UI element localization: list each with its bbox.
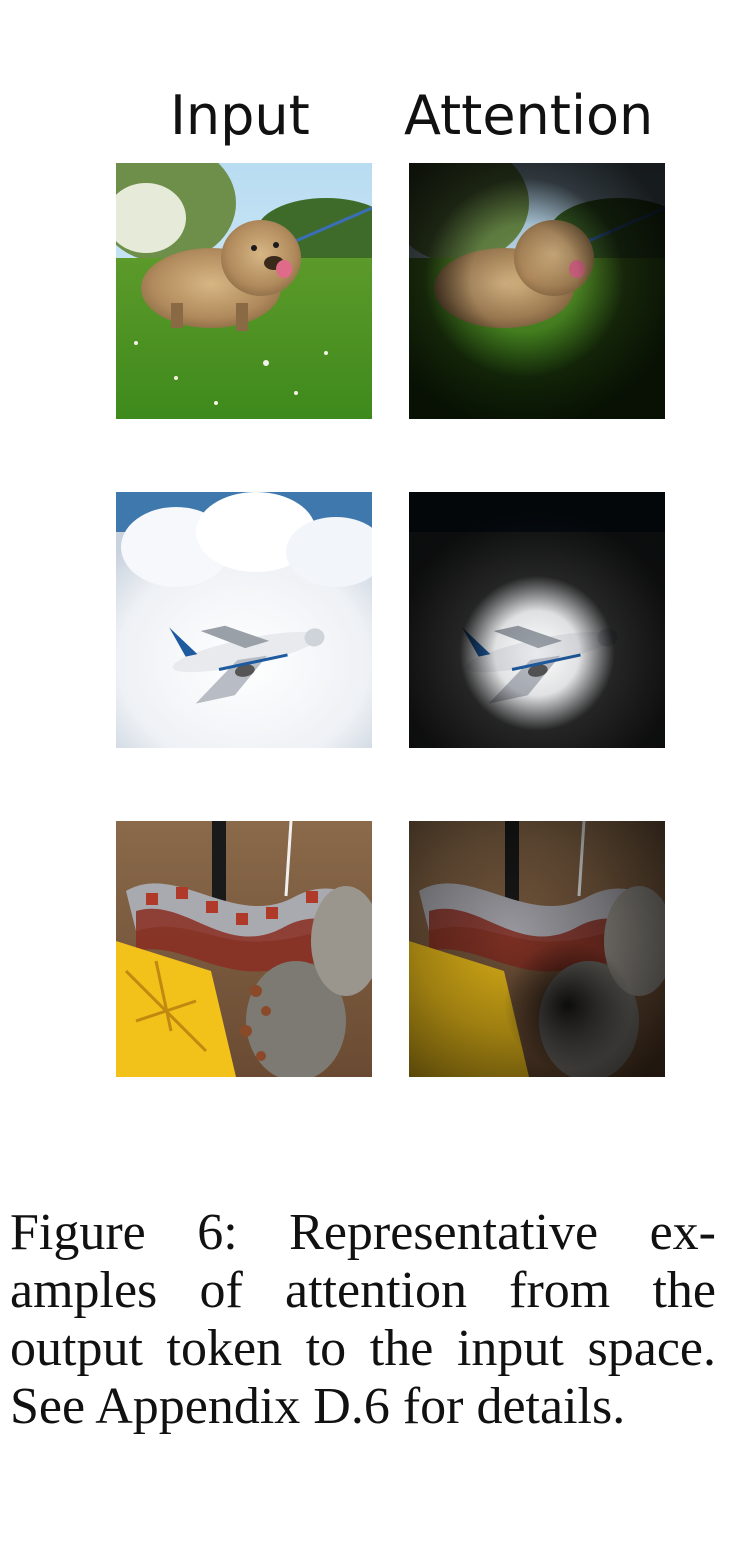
attention-map-snake: [409, 821, 665, 1077]
attention-map-dog: [409, 163, 665, 419]
attention-map-airplane: [409, 492, 665, 748]
input-image-snake: [116, 821, 372, 1077]
input-image-dog: [116, 163, 372, 419]
input-image-airplane: [116, 492, 372, 748]
column-header-attention: Attention: [404, 84, 654, 147]
column-header-input: Input: [170, 84, 310, 147]
figure-caption: Figure 6: Representative ex-amples of at…: [10, 1204, 716, 1435]
